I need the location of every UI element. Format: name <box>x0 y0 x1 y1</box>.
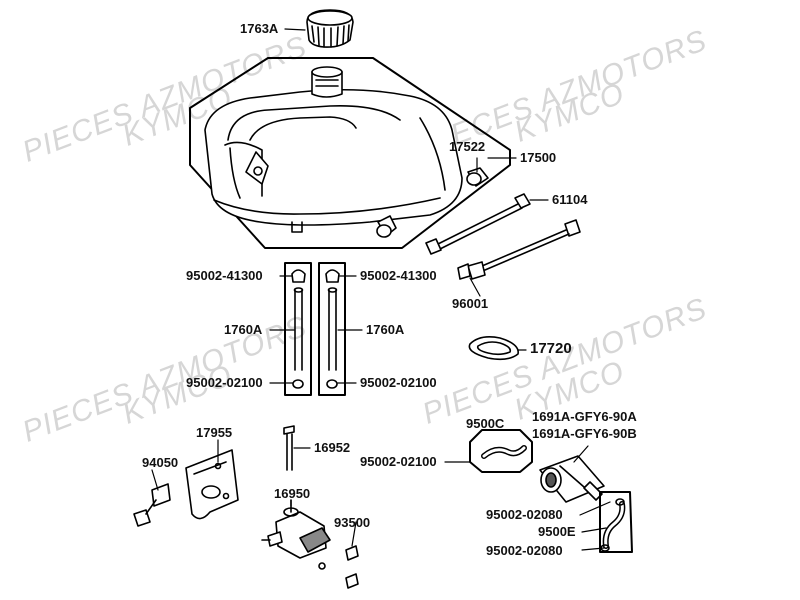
hose-e-box <box>599 491 633 553</box>
part-label-clamp-top-right: 95002-41300 <box>360 268 437 283</box>
fuel-cap-drawing <box>306 9 354 48</box>
part-label-grommet: 17522 <box>449 139 486 154</box>
part-label-screw: 93500 <box>334 515 371 530</box>
part-label-tube-right: 1760A <box>366 322 405 337</box>
tube-left-drawing <box>291 269 306 389</box>
part-label-pin: 16952 <box>314 440 351 455</box>
bracket-drawing <box>185 449 239 520</box>
pin-drawing <box>283 425 295 471</box>
part-label-cap: 1763A <box>240 21 279 36</box>
bolt-96001-drawing <box>457 219 581 280</box>
part-label-filter-b: 1691A-GFY6-90B <box>532 426 637 441</box>
part-label-bracket: 17955 <box>196 425 233 440</box>
part-label-bolt-top: 61104 <box>552 192 588 207</box>
part-label-clip-bottom-right: 95002-02100 <box>360 375 437 390</box>
screw-drawing <box>318 545 359 589</box>
grommet-drawing <box>376 167 489 238</box>
part-label-hose-e: 9500E <box>538 524 576 539</box>
gasket-drawing <box>468 336 519 361</box>
fuel-cock-drawing <box>261 499 331 559</box>
part-label-filter-a: 1691A-GFY6-90A <box>532 409 637 424</box>
part-label-nut: 94050 <box>142 455 179 470</box>
part-label-bolt-bottom: 96001 <box>452 296 489 311</box>
bolt-61104-drawing <box>425 193 531 255</box>
part-label-clamp-top-left: 95002-41300 <box>186 268 263 283</box>
part-label-clip-hose-c: 95002-02100 <box>360 454 437 469</box>
part-label-hose-c: 9500C <box>466 416 505 431</box>
hose-c-drawing <box>481 445 527 459</box>
leader-lines <box>151 28 611 551</box>
tube-box-left <box>284 262 312 396</box>
part-label-clip-bottom-left: 95002-02100 <box>186 375 263 390</box>
hose-c-box <box>469 429 533 473</box>
fuel-tank-drawing <box>204 66 463 233</box>
part-label-clip-e-top: 95002-02080 <box>486 507 563 522</box>
nut-drawing <box>133 483 171 527</box>
tube-right-drawing <box>325 269 340 389</box>
part-label-tank-assy: 17500 <box>520 150 557 165</box>
part-label-fuel-cock: 16950 <box>274 486 311 501</box>
hose-e-drawing <box>600 498 626 552</box>
part-label-clip-e-bottom: 95002-02080 <box>486 543 563 558</box>
fuel-filter-drawing <box>539 455 605 503</box>
part-label-tube-left: 1760A <box>224 322 263 337</box>
tube-box-right <box>318 262 346 396</box>
part-label-gasket: 17720 <box>530 340 572 357</box>
